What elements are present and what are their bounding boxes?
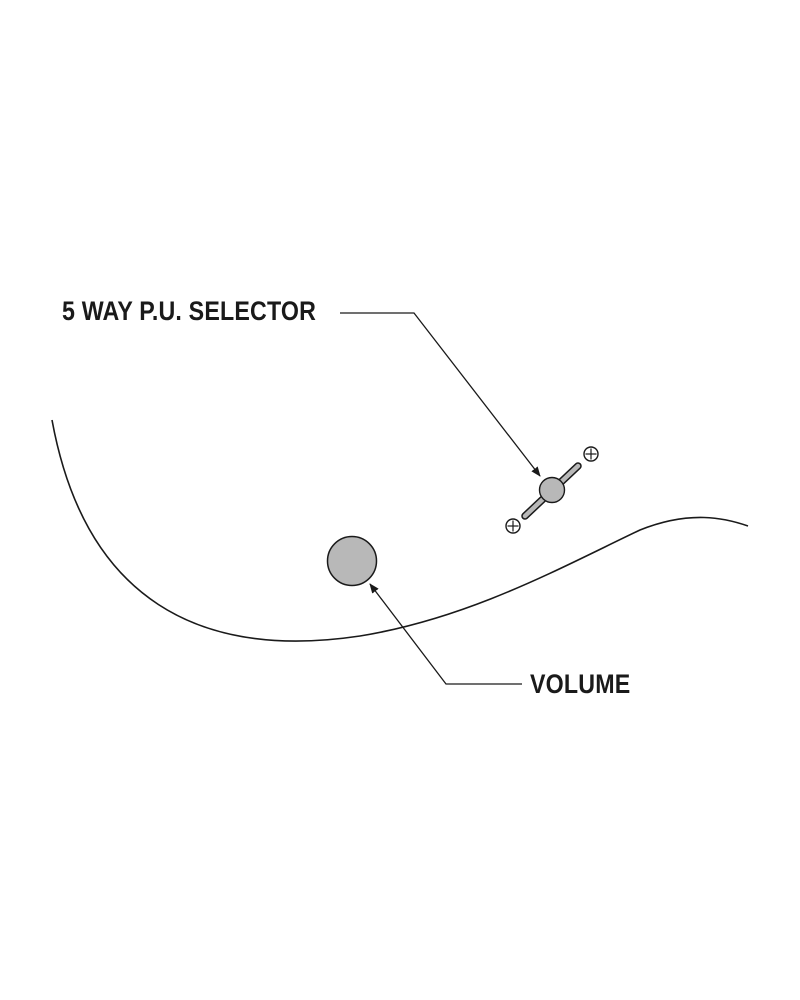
selector-label: 5 WAY P.U. SELECTOR <box>62 296 317 326</box>
screw-bottom <box>505 518 521 534</box>
volume-label: VOLUME <box>530 669 631 699</box>
selector-leader-line <box>340 312 541 477</box>
screw-top <box>583 446 599 462</box>
selector-switch-knob <box>538 476 566 504</box>
volume-knob <box>326 535 378 587</box>
volume-leader-line <box>369 583 522 685</box>
body-outline <box>51 419 749 642</box>
